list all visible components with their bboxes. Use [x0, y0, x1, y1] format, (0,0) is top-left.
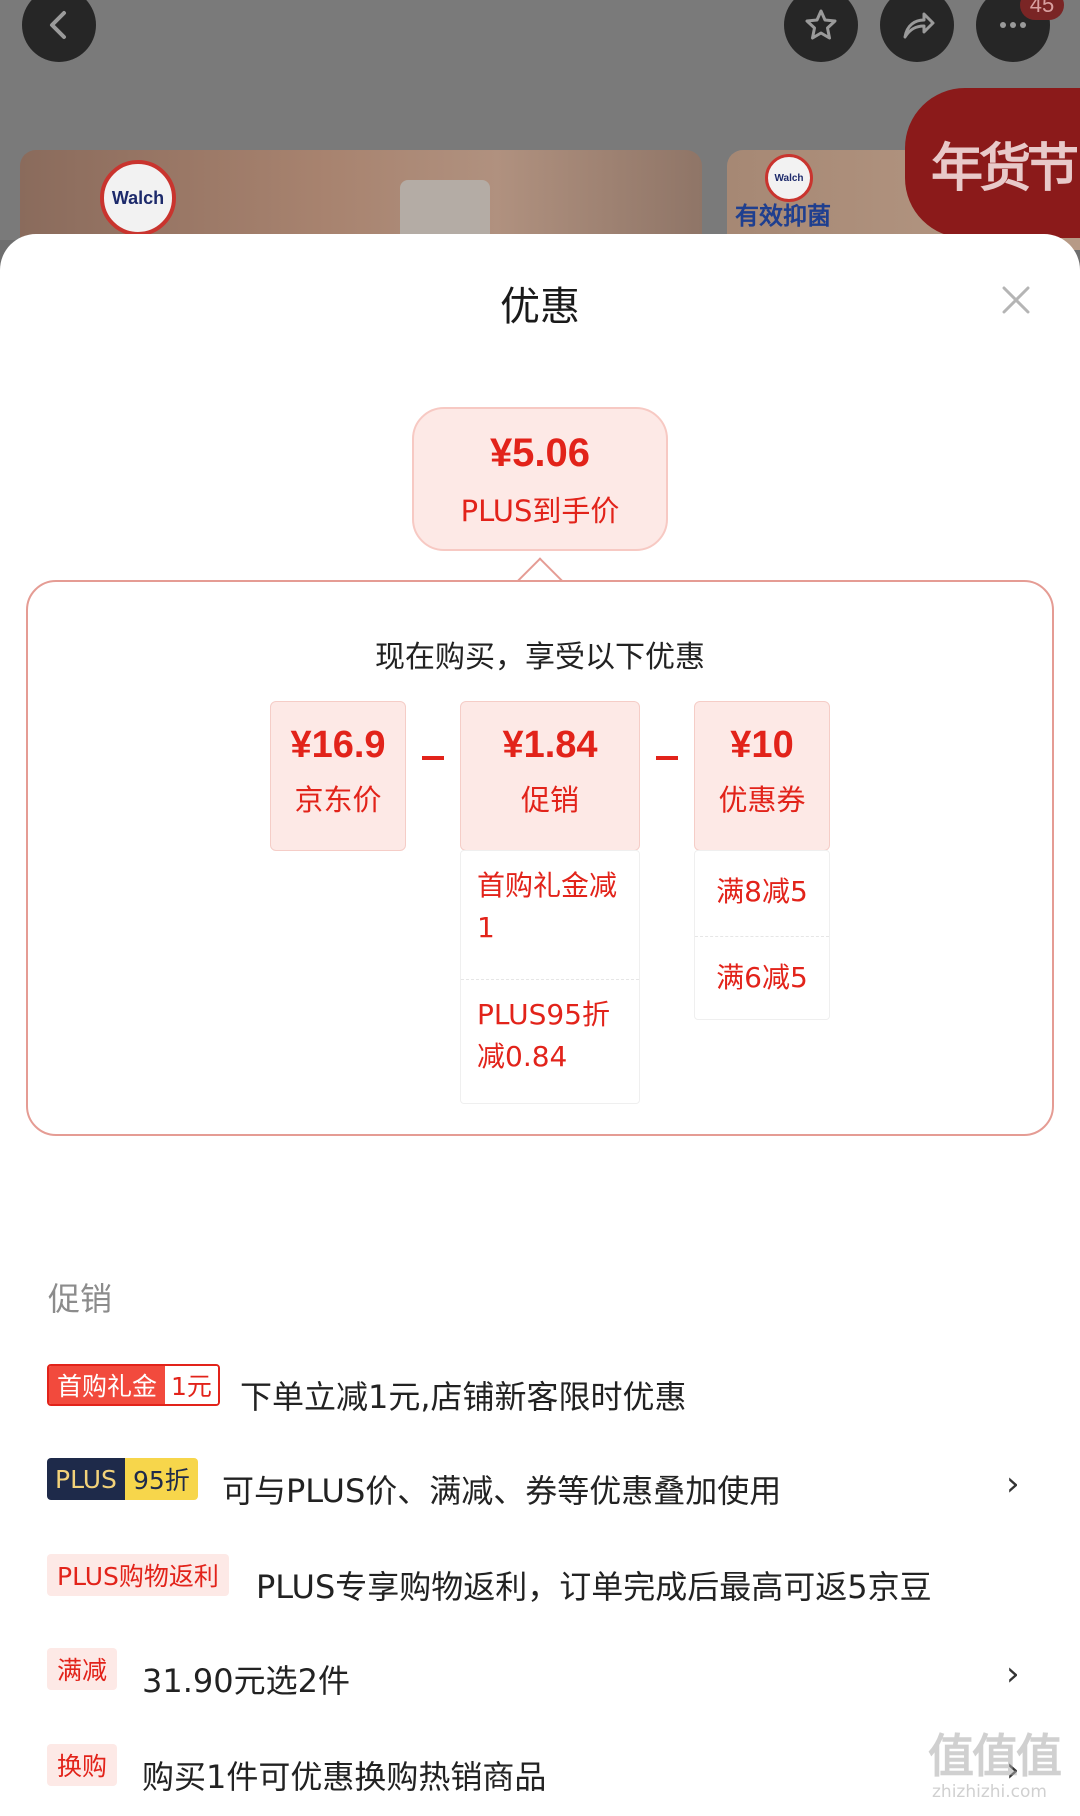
jd-price-label: 京东价	[294, 783, 382, 817]
brand-logo: Walch	[100, 160, 176, 236]
promo-text: PLUS专享购物返利，订单完成后最高可返5京豆	[256, 1568, 932, 1606]
promo-row-plus-rebate: PLUS购物返利 PLUS专享购物返利，订单完成后最高可返5京豆	[0, 1554, 1080, 1614]
breakdown-heading: 现在购买，享受以下优惠	[375, 640, 705, 675]
plus-discount-tag: PLUS 95折	[47, 1458, 198, 1500]
share-button[interactable]	[880, 0, 954, 62]
promo-row-full-reduction[interactable]: 满减 31.90元选2件 ›	[0, 1648, 1080, 1708]
discount-sheet: 优惠 ¥5.06 PLUS到手价 现在购买，享受以下优惠 ¥16.9 京东价 ¥…	[0, 234, 1080, 1816]
plus-final-price-amount: ¥5.06	[489, 431, 591, 475]
tag-value: 95折	[124, 1458, 198, 1500]
sheet-title: 优惠	[500, 284, 580, 330]
more-button[interactable]	[976, 0, 1050, 62]
watermark-logo: 值值值	[928, 1729, 1062, 1783]
festival-badge[interactable]: 年货节	[905, 88, 1080, 238]
plus-final-price-label: PLUS到手价	[460, 494, 620, 528]
chevron-left-icon	[50, 11, 66, 39]
chevron-right-icon: ›	[1006, 1654, 1020, 1694]
message-count-badge: 45	[1020, 0, 1064, 20]
tag-value: 1元	[165, 1366, 218, 1404]
chevron-right-icon: ›	[1006, 1750, 1020, 1790]
promo-row-exchange[interactable]: 换购 购买1件可优惠换购热销商品 ›	[0, 1744, 1080, 1804]
promotions-section-title: 促销	[48, 1280, 113, 1318]
promotion-item: PLUS95折减0.84	[461, 979, 639, 1103]
coupon-amount: ¥10	[730, 724, 794, 766]
banner-caption: 有效抑菌	[735, 202, 831, 230]
more-dots-icon	[1000, 22, 1026, 28]
tag-label: 首购礼金	[49, 1366, 166, 1404]
back-button[interactable]	[22, 0, 96, 62]
promo-row-plus-discount[interactable]: PLUS 95折 可与PLUS价、满减、券等优惠叠加使用 ›	[0, 1458, 1080, 1518]
favorite-button[interactable]	[784, 0, 858, 62]
promotion-amount: ¥1.84	[502, 724, 598, 766]
promo-row-first-purchase: 首购礼金 1元 下单立减1元,店铺新客限时优惠	[0, 1364, 1080, 1424]
promotion-label: 促销	[520, 783, 579, 817]
watermark-url: zhizhizhi.com	[932, 1782, 1047, 1802]
jd-price-card: ¥16.9 京东价	[270, 701, 406, 851]
full-reduction-tag: 满减	[47, 1648, 118, 1690]
promo-text: 可与PLUS价、满减、券等优惠叠加使用	[222, 1472, 782, 1510]
minus-sign	[656, 756, 678, 760]
brand-logo-small: Walch	[765, 154, 813, 202]
share-icon	[903, 12, 935, 39]
plus-rebate-tag: PLUS购物返利	[47, 1554, 229, 1596]
coupon-item: 满6减5	[695, 936, 829, 1020]
coupon-item: 满8减5	[716, 875, 808, 908]
close-icon[interactable]	[996, 280, 1036, 320]
first-purchase-tag: 首购礼金 1元	[47, 1364, 220, 1406]
minus-sign	[422, 756, 444, 760]
promo-text: 下单立减1元,店铺新客限时优惠	[240, 1378, 687, 1416]
product-image-main[interactable]: Walch	[20, 150, 702, 250]
coupon-items: 满8减5 满6减5	[694, 850, 830, 1020]
promo-text: 31.90元选2件	[142, 1662, 350, 1700]
chevron-right-icon: ›	[1006, 1464, 1020, 1504]
promotion-item: 首购礼金减1	[477, 869, 618, 944]
star-icon	[805, 9, 837, 40]
promotion-card: ¥1.84 促销	[460, 701, 640, 851]
tag-label: PLUS	[47, 1458, 125, 1500]
plus-final-price: ¥5.06 PLUS到手价	[412, 407, 668, 551]
promo-text: 购买1件可优惠换购热销商品	[142, 1758, 547, 1796]
promotion-items: 首购礼金减1 PLUS95折减0.84	[460, 850, 640, 1104]
price-breakdown: 现在购买，享受以下优惠 ¥16.9 京东价 ¥1.84 促销 首购礼金减1 PL…	[26, 580, 1054, 1136]
coupon-label: 优惠券	[718, 783, 806, 817]
exchange-tag: 换购	[47, 1744, 118, 1786]
coupon-card: ¥10 优惠券	[694, 701, 830, 851]
jd-price-amount: ¥16.9	[290, 724, 386, 766]
